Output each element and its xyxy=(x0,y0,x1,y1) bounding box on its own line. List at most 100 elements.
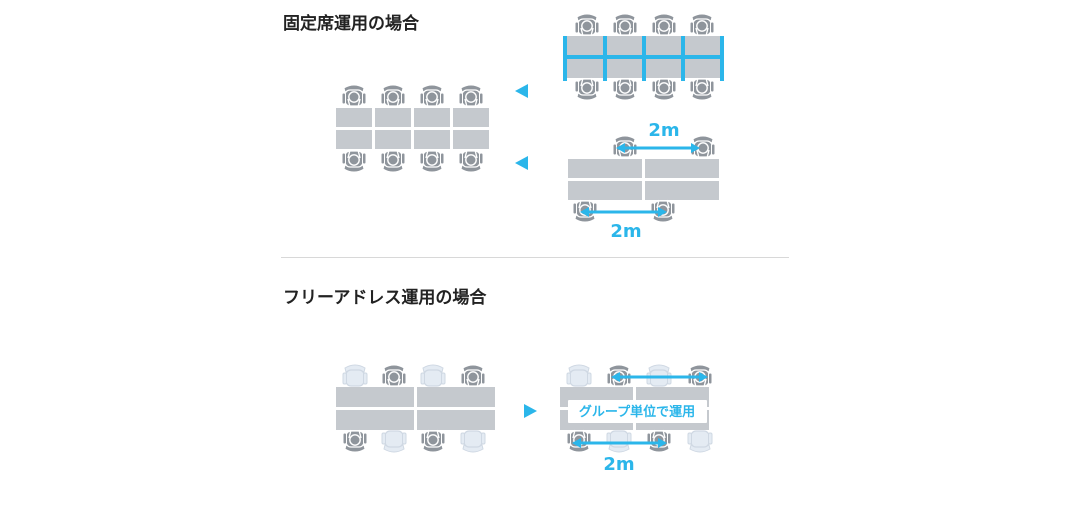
free-address-heading: フリーアドレス運用の場合 xyxy=(283,288,487,308)
chair-arm xyxy=(671,202,676,215)
person-arms xyxy=(466,378,480,388)
chair-fixed-before xyxy=(458,149,484,173)
desk-partitioned xyxy=(567,36,604,56)
chair-arm xyxy=(612,21,617,34)
chair-arm xyxy=(667,432,672,445)
desk-partitioned xyxy=(684,58,721,78)
chair-seat xyxy=(345,369,365,387)
person-arms xyxy=(695,27,709,37)
chair-seat xyxy=(609,430,629,448)
desk-distanced xyxy=(645,181,719,200)
person-head xyxy=(427,434,439,446)
arrow-left-icon xyxy=(515,156,528,170)
chair-seat xyxy=(423,369,443,387)
chair-arm xyxy=(566,372,571,385)
distance-arrow-head xyxy=(580,207,589,217)
chair-arm xyxy=(689,80,694,93)
person-arms xyxy=(347,149,361,159)
chair-arm xyxy=(458,152,463,165)
distance-arrow-head xyxy=(691,143,700,153)
chair-fixed-before xyxy=(341,149,367,173)
person-head xyxy=(696,82,708,94)
chair-seat xyxy=(463,430,483,448)
person-head xyxy=(426,154,438,166)
chair-arm xyxy=(420,372,425,385)
desk-partitioned xyxy=(645,58,682,78)
person-arms xyxy=(387,378,401,388)
chair-fixed-before xyxy=(458,84,484,108)
chair-empty xyxy=(420,364,446,387)
chair-arm xyxy=(574,80,579,93)
chair-free-before xyxy=(342,429,368,453)
chair-arm xyxy=(458,92,463,105)
person-arms xyxy=(652,429,666,439)
desk-partitioned xyxy=(684,36,721,56)
chair-arm xyxy=(479,152,484,165)
chair-arm xyxy=(460,432,465,445)
distance-arrow-head xyxy=(658,207,667,217)
chair-partitioned xyxy=(689,77,715,101)
chair-arm xyxy=(402,372,407,385)
person-head xyxy=(581,20,593,32)
person-head xyxy=(387,91,399,103)
person-arms xyxy=(347,98,361,108)
chair-arm xyxy=(587,372,592,385)
chair-arm xyxy=(363,372,368,385)
person-arms xyxy=(693,378,707,388)
chair-arm xyxy=(687,432,692,445)
person-head xyxy=(426,91,438,103)
person-head xyxy=(658,82,670,94)
person-arms xyxy=(695,77,709,87)
person-arms xyxy=(425,149,439,159)
person-arms xyxy=(656,199,670,209)
person-arms xyxy=(578,199,592,209)
desk-free-before xyxy=(336,387,414,407)
chair-arm xyxy=(606,372,611,385)
partition-vertical xyxy=(603,36,607,81)
chair-arm xyxy=(401,152,406,165)
chair-arm xyxy=(381,432,386,445)
chair-arm xyxy=(651,80,656,93)
chair-arm xyxy=(341,92,346,105)
chair-arm xyxy=(612,143,617,156)
chair-seat xyxy=(690,430,710,448)
desk-fixed-before xyxy=(453,108,489,127)
partition-vertical xyxy=(681,36,685,81)
chair-free-before xyxy=(381,364,407,388)
desk-fixed-before xyxy=(414,130,450,149)
chair-arm xyxy=(612,80,617,93)
chair-empty xyxy=(687,430,713,453)
chair-partitioned xyxy=(612,13,638,37)
chair-fixed-before xyxy=(380,84,406,108)
desk-fixed-before xyxy=(453,130,489,149)
chair-arm xyxy=(708,432,713,445)
chair-arm xyxy=(481,372,486,385)
person-head xyxy=(467,371,479,383)
chair-empty xyxy=(381,430,407,453)
chair-arm xyxy=(380,92,385,105)
person-head xyxy=(696,20,708,32)
chair-arm xyxy=(440,152,445,165)
person-arms xyxy=(657,27,671,37)
chair-arm xyxy=(689,21,694,34)
chair-empty xyxy=(566,364,592,387)
person-head xyxy=(619,82,631,94)
distance-arrow-head xyxy=(611,372,620,382)
chair-arm xyxy=(419,92,424,105)
person-head xyxy=(581,82,593,94)
desk-free-before xyxy=(336,410,414,430)
desk-partitioned xyxy=(567,58,604,78)
person-arms xyxy=(612,378,626,388)
chair-arm xyxy=(342,372,347,385)
person-head xyxy=(619,20,631,32)
desk-partitioned xyxy=(606,36,643,56)
person-arms xyxy=(580,27,594,37)
chair-seat xyxy=(569,369,589,387)
chair-arm xyxy=(574,21,579,34)
chair-partitioned xyxy=(651,13,677,37)
person-arms xyxy=(618,77,632,87)
person-arms xyxy=(657,77,671,87)
chair-arm xyxy=(566,432,571,445)
chair-arm xyxy=(460,372,465,385)
